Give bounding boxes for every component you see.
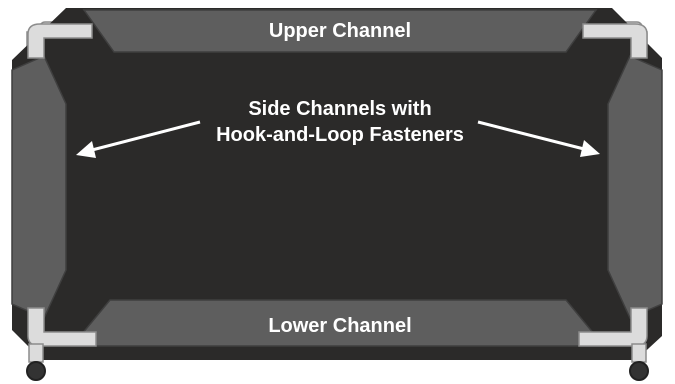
side-channels-label: Side Channels with Hook-and-Loop Fastene… (170, 96, 510, 148)
side-channels-label-line2: Hook-and-Loop Fasteners (216, 124, 464, 146)
left-side-channel (11, 55, 67, 319)
left-arrow-head (76, 141, 96, 158)
right-arrow-shaft (477, 120, 585, 151)
left-leg (28, 343, 44, 363)
right-wheel (629, 361, 649, 381)
top-right-elbow (582, 23, 648, 59)
corner-fittings (27, 23, 648, 347)
left-wheel (26, 361, 46, 381)
arrows (76, 120, 600, 158)
fabric-panel (12, 8, 662, 360)
top-left-elbow (27, 23, 93, 59)
upper-channel (82, 9, 598, 53)
right-leg (631, 343, 647, 363)
right-side-channel (607, 55, 663, 319)
side-channels-label-line1: Side Channels with (248, 98, 432, 120)
upper-channel-label: Upper Channel (268, 20, 412, 42)
legs (28, 343, 647, 363)
right-arrow-head (580, 140, 600, 157)
lower-channel-label: Lower Channel (268, 315, 412, 337)
left-arrow-shaft (91, 120, 201, 152)
